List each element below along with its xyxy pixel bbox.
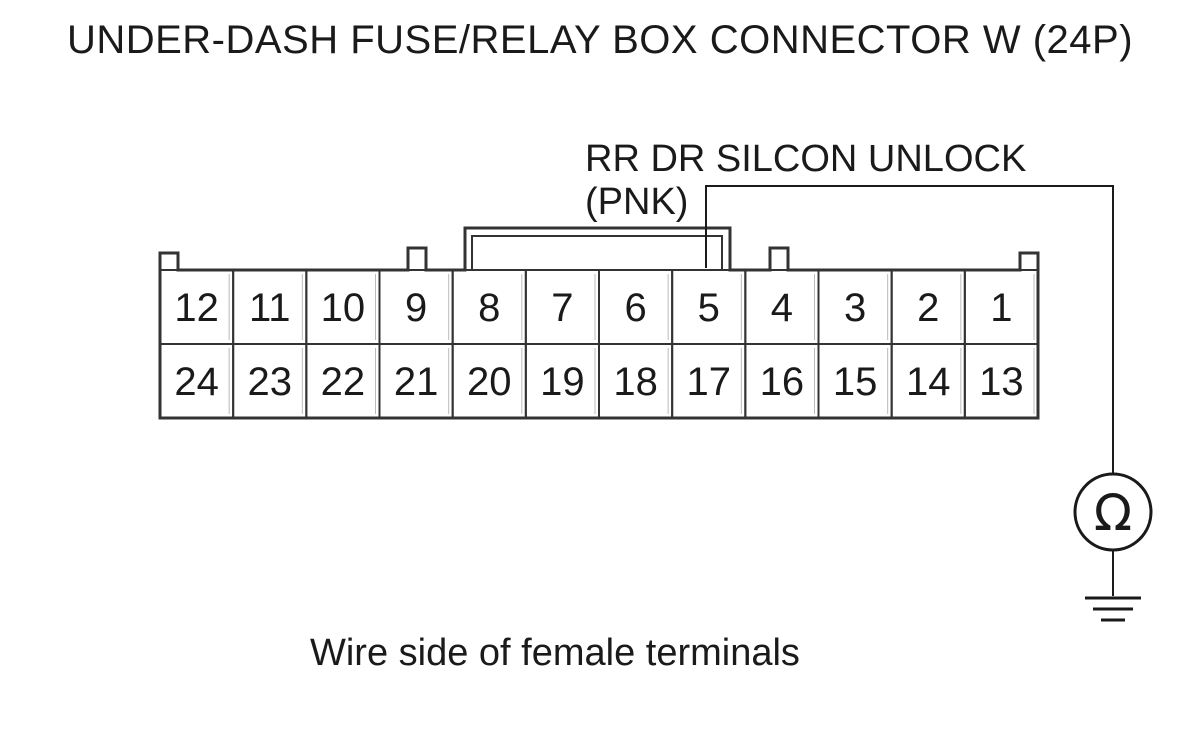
- diagram-caption: Wire side of female terminals: [310, 632, 800, 674]
- probe-wire: [705, 185, 1114, 473]
- terminal-number: 6: [624, 286, 646, 330]
- terminal-number: 12: [174, 286, 219, 330]
- terminal-number: 4: [771, 286, 793, 330]
- terminal-number: 21: [394, 360, 439, 404]
- wire-color-label: (PNK): [585, 181, 689, 223]
- connector-lock-inner: [471, 235, 723, 270]
- meter-wire: [705, 185, 1114, 596]
- terminal-number: 20: [467, 360, 512, 404]
- terminal-number: 23: [248, 360, 293, 404]
- terminal-number: 3: [844, 286, 866, 330]
- terminal-number: 9: [405, 286, 427, 330]
- terminal-number: 1: [990, 286, 1012, 330]
- terminal-number: 7: [551, 286, 573, 330]
- terminal-number: 8: [478, 286, 500, 330]
- ohmmeter-icon: Ω: [1073, 472, 1153, 552]
- terminal-number: 17: [687, 360, 732, 404]
- ohm-symbol: Ω: [1094, 484, 1132, 542]
- terminal-number: 11: [249, 286, 291, 330]
- terminal-number: 16: [760, 360, 805, 404]
- ground-icon: [1085, 596, 1141, 622]
- terminal-number: 15: [833, 360, 878, 404]
- terminal-number: 22: [321, 360, 366, 404]
- terminal-number: 14: [906, 360, 951, 404]
- terminal-number: 13: [979, 360, 1024, 404]
- terminal-number: 24: [174, 360, 219, 404]
- terminal-number: 10: [321, 286, 366, 330]
- terminal-number: 2: [917, 286, 939, 330]
- terminal-number: 18: [613, 360, 658, 404]
- diagram-title: UNDER-DASH FUSE/RELAY BOX CONNECTOR W (2…: [66, 18, 1134, 62]
- terminal-cell: [963, 343, 1039, 419]
- terminal-number: 19: [540, 360, 585, 404]
- terminal-number: 5: [698, 286, 720, 330]
- wire-name-label: RR DR SILCON UNLOCK: [585, 138, 1027, 180]
